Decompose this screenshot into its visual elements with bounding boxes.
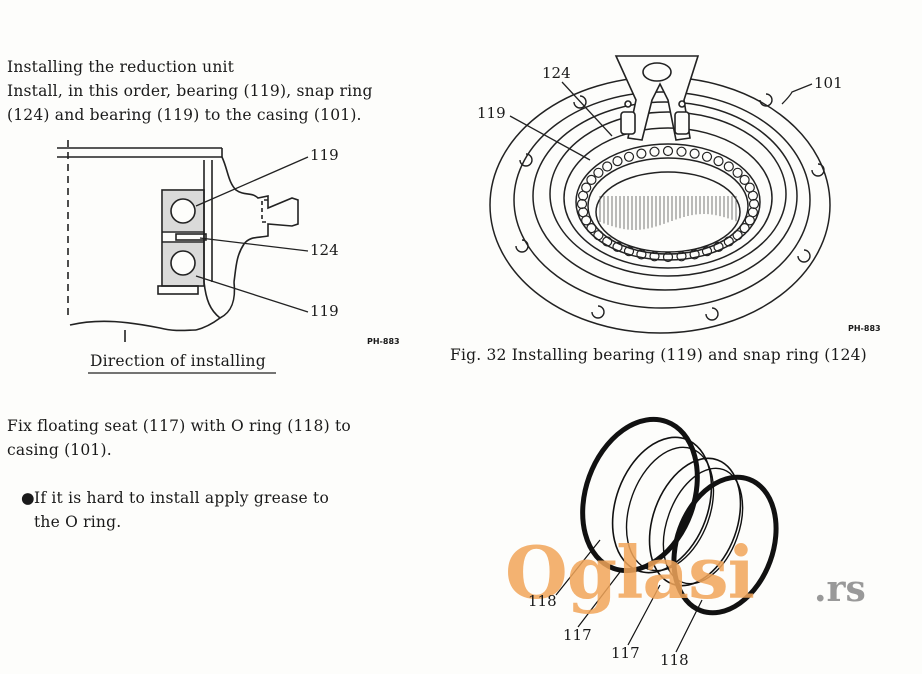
bearing-ball [748, 198, 760, 210]
bearing-ball [612, 156, 623, 167]
bearing-ball [577, 207, 589, 218]
callout-124: 124 [310, 241, 339, 259]
bullet-line-1: If it is hard to install apply grease to [34, 489, 329, 507]
floating-seat-line-1: Fix floating seat (117) with O ring (118… [7, 417, 351, 435]
bearing-ball [612, 241, 623, 252]
callout-117-right: 117 [611, 644, 640, 662]
bearing-ball [602, 236, 613, 247]
bearing-ball [689, 148, 700, 159]
bearing-ball [576, 198, 588, 210]
bearing-ball [747, 190, 759, 201]
bearing-ball [662, 251, 674, 263]
bearing-ball [676, 146, 687, 157]
bearing-ball [739, 174, 750, 185]
bearing-ball [732, 167, 743, 178]
bullet-dot: ● [21, 489, 35, 507]
callout-118-right: 118 [660, 651, 689, 669]
callout-119-upper: 119 [310, 146, 339, 164]
callout-124-right: 124 [542, 64, 571, 82]
right-figure-caption: Fig. 32 Installing bearing (119) and sna… [450, 346, 867, 364]
bearing-ball [713, 156, 724, 167]
bearing-ball [649, 251, 660, 262]
watermark-logo: Oglasi [505, 530, 755, 615]
bearing-ball [739, 223, 750, 234]
bearing-ball [623, 246, 635, 257]
bearing-ball [586, 223, 597, 234]
callout-119-lower: 119 [310, 302, 339, 320]
figure-code-right: PH-883 [848, 324, 881, 333]
bearing-ball [593, 167, 604, 178]
bullet-line-2: the O ring. [34, 513, 122, 531]
bearing-ball [689, 249, 700, 260]
bearing-ball [581, 182, 592, 193]
bearing-ball [744, 215, 755, 226]
bearing-ball [636, 148, 647, 159]
section-title: Installing the reduction unit [7, 58, 235, 76]
figure-code-left: PH-883 [367, 337, 400, 346]
callout-101: 101 [814, 74, 843, 92]
bearing-ball [713, 241, 724, 252]
bearing-ball [636, 249, 647, 260]
bearing-ball [723, 161, 734, 172]
callout-119-right: 119 [477, 104, 506, 122]
bearing-ball [623, 151, 635, 162]
instruction-line-2: (124) and bearing (119) to the casing (1… [7, 106, 362, 124]
bearing-ball [701, 246, 713, 257]
bearing-ball [602, 161, 613, 172]
bearing-ball [586, 174, 597, 185]
bearing-ball [701, 151, 713, 162]
bearing-ball [676, 251, 687, 262]
floating-seat-line-2: casing (101). [7, 441, 112, 459]
bearing-ball [593, 230, 604, 241]
watermark-suffix: .rs [814, 568, 866, 610]
bearing-ball [723, 236, 734, 247]
left-figure-caption: Direction of installing [90, 352, 266, 370]
bearing-ball [649, 146, 660, 157]
instruction-line-1: Install, in this order, bearing (119), s… [7, 82, 373, 100]
callout-118-left: 118 [528, 592, 557, 610]
callout-117-left: 117 [563, 626, 592, 644]
bearing-ball [662, 145, 674, 157]
bearing-ball [732, 230, 743, 241]
